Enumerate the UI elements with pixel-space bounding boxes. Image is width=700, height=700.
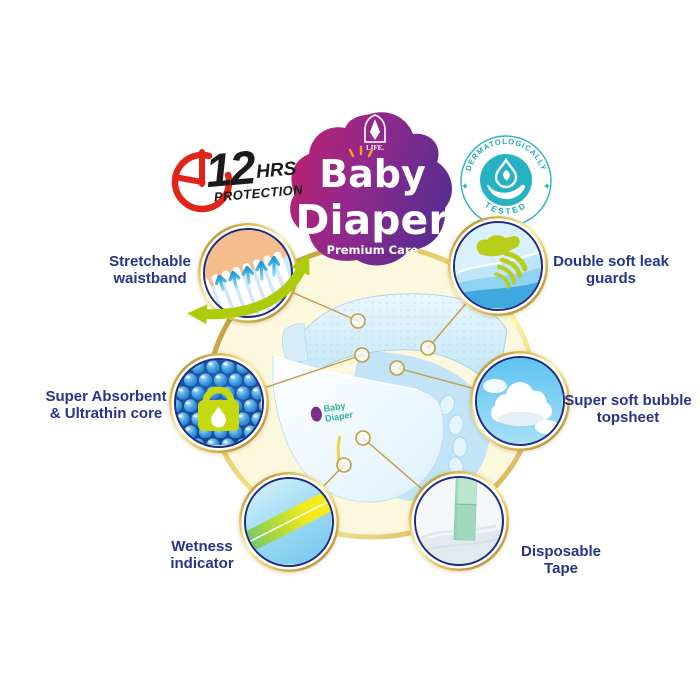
label-line: & Ultrathin core <box>49 405 163 422</box>
brand-blob: LIFE. <box>290 112 452 266</box>
label-wetness-indicator: Wetness indicator <box>147 538 257 572</box>
feature-circle-absorbent-core <box>169 353 269 453</box>
label-line: indicator <box>170 555 234 572</box>
label-line: Double soft leak <box>553 253 669 270</box>
tape-icon <box>416 478 501 563</box>
label-line: waistband <box>113 270 187 287</box>
label-bubble-topsheet: Super soft bubble topsheet <box>558 392 698 426</box>
feature-circle-bubble-topsheet <box>470 351 570 451</box>
clock-icon <box>171 149 233 213</box>
life-logo-text: LIFE. <box>366 144 384 152</box>
protection-badge: 12 HRS PROTECTION <box>203 139 328 205</box>
label-stretchable-waistband: Stretchable waistband <box>85 253 215 287</box>
diaper-print-logo: Baby Diaper <box>310 401 354 424</box>
label-line: Super soft bubble <box>564 392 692 409</box>
label-absorbent-core: Super Absorbent & Ultrathin core <box>31 388 181 422</box>
blob-shape <box>290 112 452 266</box>
life-logo-icon: LIFE. <box>364 114 386 152</box>
label-line: Stretchable <box>109 253 191 270</box>
diaper-left-tab <box>282 323 309 362</box>
wetness-strip-icon <box>246 479 331 564</box>
label-line: Tape <box>544 560 578 577</box>
diaper-print-line2: Diaper <box>324 409 354 423</box>
clouds-glyph <box>483 379 559 434</box>
feature-circle-leak-guards <box>448 216 548 316</box>
indicator-strip-glyph <box>246 481 331 562</box>
stretch-arrow-icon <box>187 253 310 325</box>
dermatologically-tested-badge: DERMATOLOGICALLY TESTED <box>460 135 552 227</box>
padlock-drop-glyph <box>198 386 239 431</box>
hand-drop-leaf-icon <box>487 157 525 200</box>
feature-circle-disposable-tape <box>409 471 509 571</box>
label-leak-guards: Double soft leak guards <box>546 253 676 287</box>
label-disposable-tape: Disposable Tape <box>506 543 616 577</box>
label-line: Wetness <box>171 538 233 555</box>
label-line: Super Absorbent <box>45 388 167 405</box>
derm-side-stars <box>462 183 550 189</box>
diaper-print-line1: Baby <box>323 401 346 414</box>
label-line: guards <box>585 270 636 287</box>
label-line: topsheet <box>596 409 660 426</box>
pinching-hand-glyph <box>476 235 528 289</box>
lock-absorbent-icon <box>176 360 261 445</box>
feature-circle-wetness-indicator <box>239 472 339 572</box>
sparkle-icon <box>348 145 374 158</box>
tape-strip-glyph <box>453 478 478 541</box>
protection-unit: HRS <box>255 158 298 183</box>
product-title-line2: Diaper <box>295 196 449 244</box>
product-subtitle: Premium Care <box>326 243 419 257</box>
hand-leak-guard-icon <box>455 223 540 308</box>
cloud-topsheet-icon <box>477 358 562 443</box>
label-line: Disposable <box>520 543 602 560</box>
diaper-waist-highlight <box>272 354 419 391</box>
product-title-line1: Baby <box>319 152 426 196</box>
callout-nodes <box>336 313 436 473</box>
